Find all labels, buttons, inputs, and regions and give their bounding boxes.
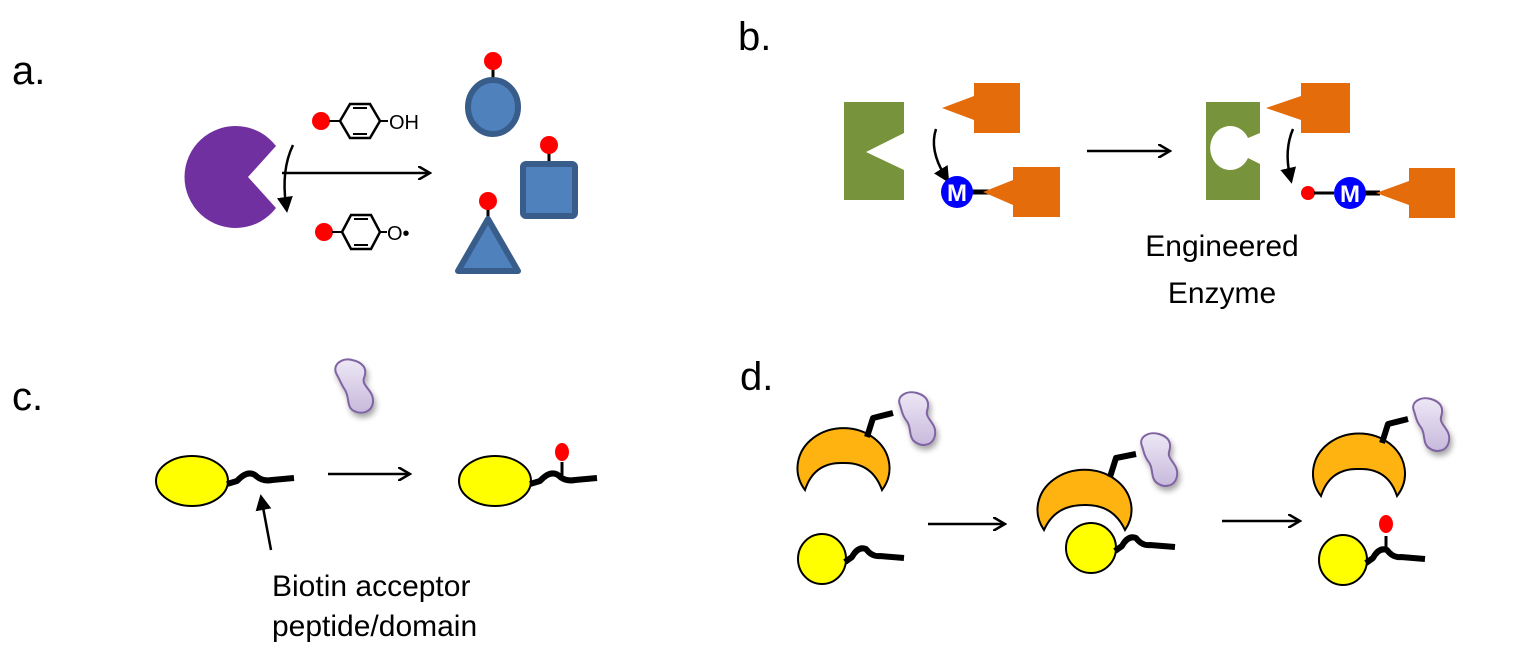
biotin-ligase-icon [334,358,375,414]
biotin-ligase-icon [1412,397,1451,452]
biotin-ligase-icon [1140,432,1179,487]
biotin-label-dot [315,223,333,241]
metal-symbol: M [1340,181,1360,208]
transfer-arrow [1280,128,1296,184]
ligase-substrate-complex [1036,432,1179,574]
labeled-triangle-target [455,192,521,274]
acceptor-peptide-tail [529,470,598,487]
labeled-metal-complex: M [1301,168,1455,218]
biotin-label-dot [1301,186,1315,200]
fusion-protein-unlabeled [155,455,295,507]
metal-center-icon [941,176,973,208]
panel-b-label: b. [738,15,771,59]
panel-d-label: d. [740,355,773,399]
acceptor-caption-line2: peptide/domain [272,610,477,643]
target-protein-unlabeled [797,533,905,585]
hydroxyl-group: OH [389,112,419,134]
metal-center-icon [1334,177,1366,209]
target-protein [1065,522,1117,574]
acceptor-peptide-tail [226,470,295,487]
ligand-bottom [983,167,1060,217]
split-ligase-free [796,391,937,493]
benzene-ring-icon [340,213,382,251]
acceptor-caption-line1: Biotin acceptor [272,570,470,603]
radical-group: O• [387,223,410,245]
phenol-reagent: OH [312,102,419,140]
benzene-ring-icon [338,102,382,140]
panel-a-label: a. [12,49,45,93]
labeled-circle-target [465,52,521,137]
labeled-square-target [520,136,578,219]
phenoxyl-radical: O• [315,213,410,251]
panel-b: b. M M Engineered Enzyme [738,15,1455,310]
biotin-label-dot [1379,515,1393,533]
biotin-label-dot [312,112,330,130]
panel-c-label: c. [12,375,43,419]
adaptor-crescent [1036,468,1133,533]
engineered-enzyme-caption-line2: Enzyme [1168,277,1276,310]
biotin-label-dot [555,443,569,461]
final-split-ligase [1312,397,1451,499]
metal-symbol: M [947,180,967,207]
panel-a: a. OH O• [12,49,578,274]
adaptor-crescent [796,427,891,493]
ligand-top [1266,83,1350,133]
panel-c: c. Biotin acceptor peptide/domain [12,358,598,643]
adaptor-crescent [1312,432,1406,499]
fusion-protein-biotinylated [458,443,598,507]
callout-arrow [255,494,273,551]
ligand-bottom [1376,168,1455,218]
ligand-top [942,83,1020,133]
biotin-ligase-icon [898,391,937,446]
target-protein-biotinylated [1318,515,1426,586]
native-enzyme-block [844,102,904,200]
transfer-arrow [932,128,950,183]
metal-complex: M [941,167,1060,217]
engineered-enzyme-caption-line1: Engineered [1145,230,1298,263]
engineered-enzyme-block [1206,102,1260,200]
panel-d: d. [740,355,1451,586]
activation-arrow [276,144,295,213]
enzyme-pacman-icon [184,126,276,228]
